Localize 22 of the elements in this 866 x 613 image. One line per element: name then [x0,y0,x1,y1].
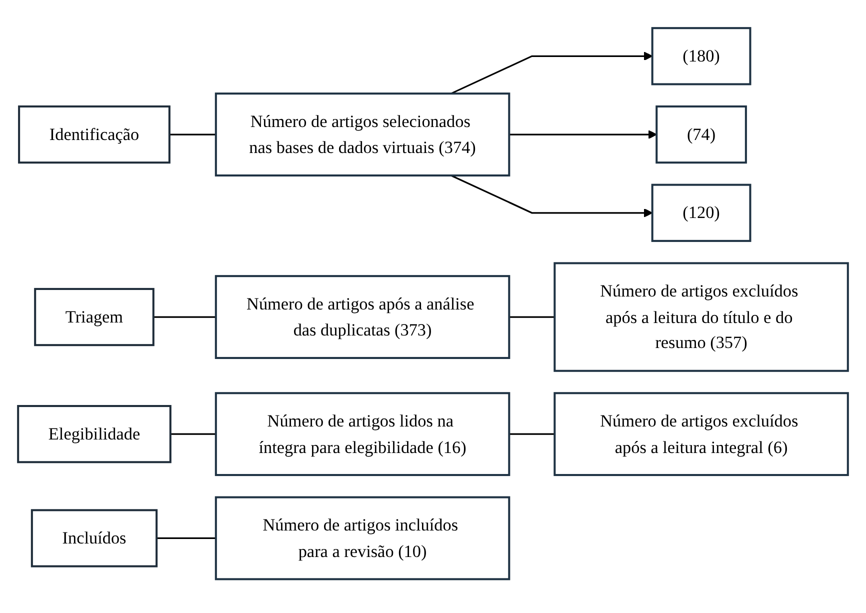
node-box: Número de artigos lidos na íntegra para elegibilidade (16) [214,392,510,476]
node-box: Elegibilidade [17,405,172,464]
node-box: Número de artigos incluídos para a revisão (10) [214,496,510,581]
arrow [450,52,653,95]
node-box: Número de artigos excluídos após a leitura do título e do resumo (357) [554,262,849,372]
node-box: (120) [651,184,752,242]
node-box: Incluídos [30,510,158,568]
arrow [509,130,658,140]
connector [509,434,555,436]
connector [170,434,216,436]
node-box: Número de artigos após a análise das duplicatas (373) [214,275,510,360]
node-box: (180) [651,27,752,86]
node-box: (74) [656,106,747,164]
arrow [450,175,653,218]
node-box: Número de artigos selecionados nas bases de dados virtuais (374) [214,92,510,177]
node-box: Triagem [34,288,154,346]
node-box: Número de artigos excluídos após a leitura integral (6) [554,392,849,476]
connector [153,316,216,318]
connector [509,316,555,318]
connector [169,134,216,136]
node-box: Identificação [18,106,170,164]
connector [156,538,216,540]
